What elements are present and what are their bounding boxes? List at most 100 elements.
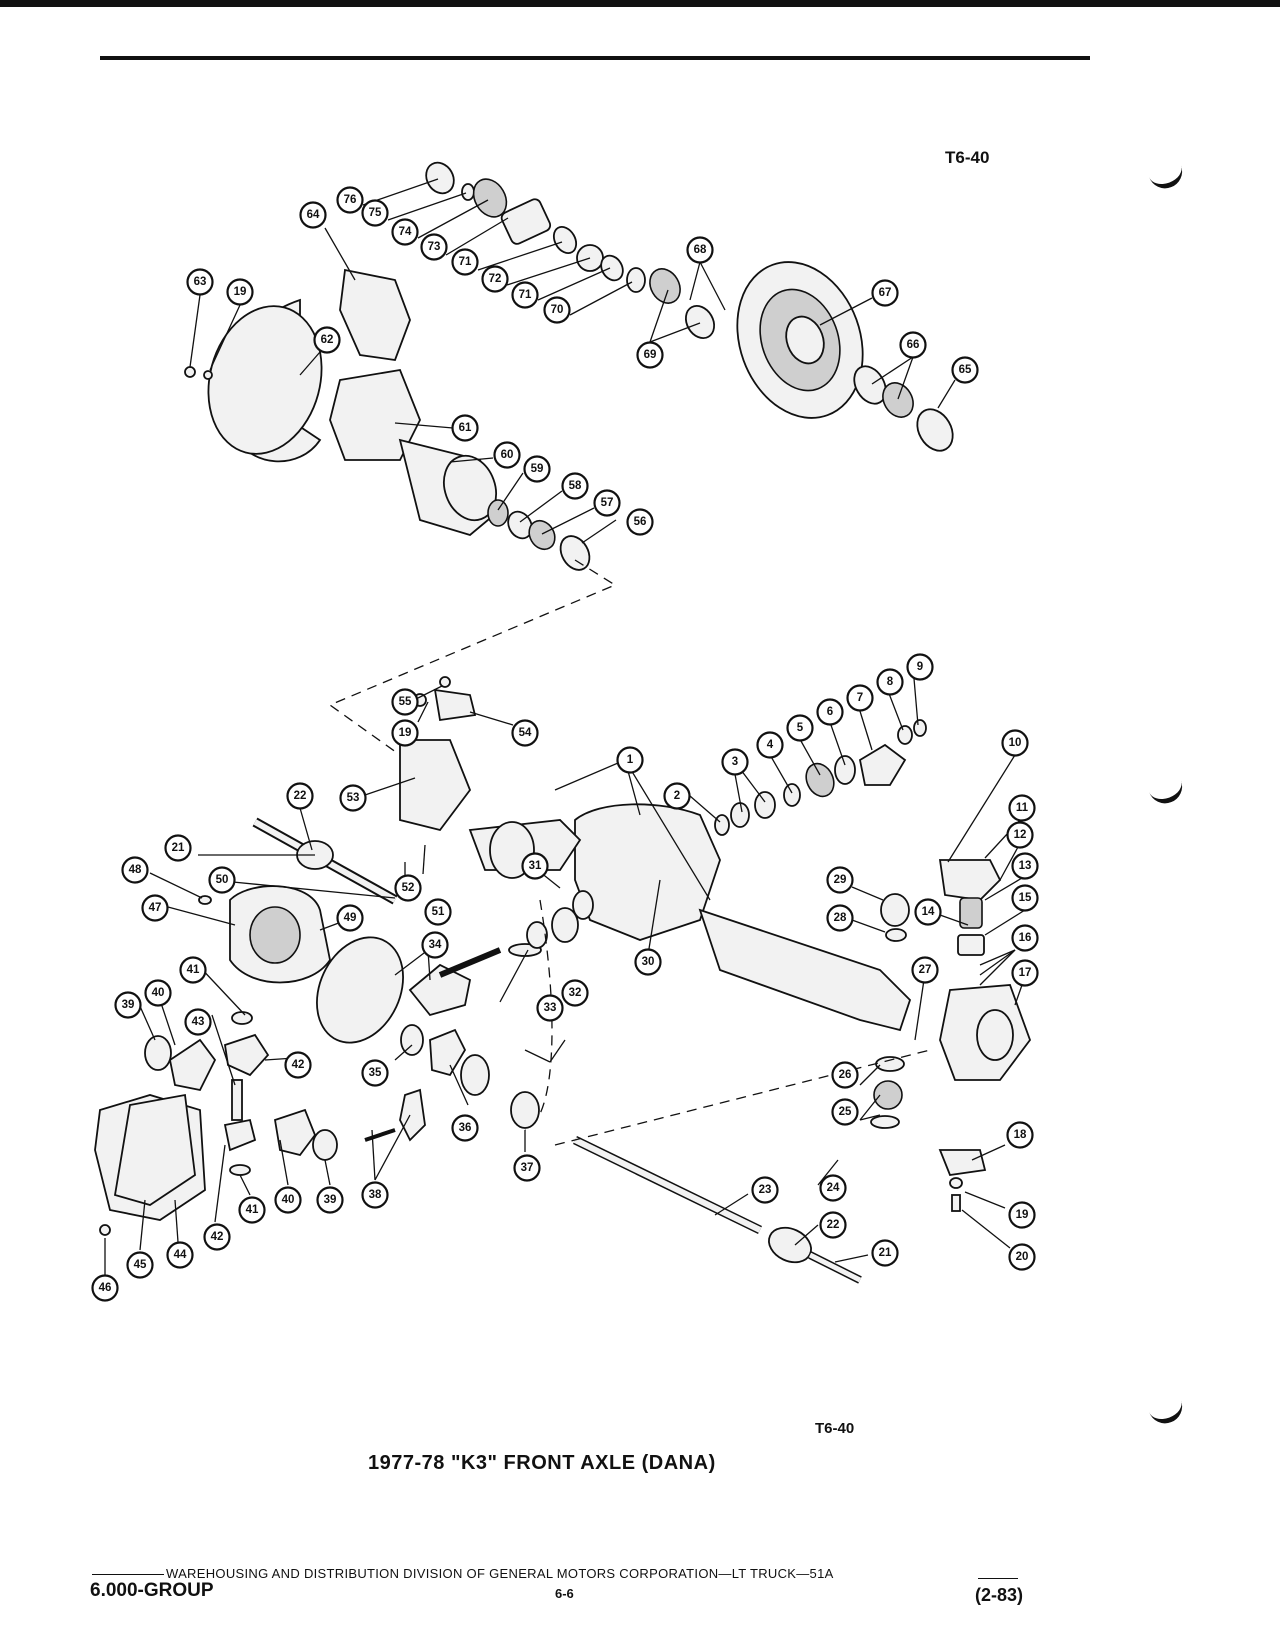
svg-text:27: 27 xyxy=(919,964,932,976)
svg-text:6: 6 xyxy=(827,706,833,718)
svg-text:13: 13 xyxy=(1019,860,1032,872)
callout-bubble: 13 xyxy=(1011,852,1039,880)
callout-bubble: 68 xyxy=(686,236,714,264)
callout-bubble: 71 xyxy=(451,248,479,276)
callout-bubble: 45 xyxy=(126,1251,154,1279)
svg-text:47: 47 xyxy=(149,902,162,914)
footer-group: 6.000-GROUP xyxy=(90,1580,214,1601)
callout-bubble: 35 xyxy=(361,1059,389,1087)
footer-revision-rule xyxy=(978,1578,1018,1579)
callout-bubble: 51 xyxy=(424,898,452,926)
svg-text:22: 22 xyxy=(294,790,307,802)
callout-bubble: 69 xyxy=(636,341,664,369)
svg-text:76: 76 xyxy=(344,194,357,206)
hub-rotor-assembly xyxy=(425,161,954,452)
svg-text:5: 5 xyxy=(797,722,804,734)
callout-bubble: 41 xyxy=(238,1196,266,1224)
svg-text:28: 28 xyxy=(834,912,847,924)
svg-text:34: 34 xyxy=(429,939,442,951)
svg-text:22: 22 xyxy=(827,1219,840,1231)
callout-bubble: 39 xyxy=(114,991,142,1019)
callout-bubble: 70 xyxy=(543,296,571,324)
callout-bubble: 76 xyxy=(336,186,364,214)
callout-bubble: 6 xyxy=(816,698,844,726)
svg-text:49: 49 xyxy=(344,912,357,924)
callout-bubble: 52 xyxy=(394,874,422,902)
svg-text:46: 46 xyxy=(99,1282,112,1294)
svg-text:61: 61 xyxy=(459,422,472,434)
callout-bubble: 27 xyxy=(911,956,939,984)
callout-bubble: 33 xyxy=(536,994,564,1022)
svg-text:21: 21 xyxy=(172,842,185,854)
callout-bubble: 25 xyxy=(831,1098,859,1126)
callout-bubble: 65 xyxy=(951,356,979,384)
svg-text:52: 52 xyxy=(402,882,415,894)
svg-text:18: 18 xyxy=(1014,1129,1027,1141)
callout-bubble: 75 xyxy=(361,199,389,227)
callout-bubble: 14 xyxy=(914,898,942,926)
callout-bubble: 4 xyxy=(756,731,784,759)
svg-text:75: 75 xyxy=(369,207,382,219)
leader-lines xyxy=(104,178,1026,1275)
svg-text:7: 7 xyxy=(857,692,863,704)
svg-text:40: 40 xyxy=(152,987,165,999)
callout-bubble: 24 xyxy=(819,1174,847,1202)
svg-text:19: 19 xyxy=(399,727,412,739)
callout-bubble: 61 xyxy=(451,414,479,442)
callout-bubble: 39 xyxy=(316,1186,344,1214)
callout-bubble: 43 xyxy=(184,1008,212,1036)
callout-bubble: 49 xyxy=(336,904,364,932)
callout-bubble: 2 xyxy=(663,782,691,810)
footer-publisher-line: WAREHOUSING AND DISTRIBUTION DIVISION OF… xyxy=(92,1566,834,1581)
svg-text:60: 60 xyxy=(501,449,514,461)
callout-bubble: 67 xyxy=(871,279,899,307)
svg-text:71: 71 xyxy=(519,289,532,301)
svg-text:38: 38 xyxy=(369,1189,382,1201)
callout-bubble: 3 xyxy=(721,748,749,776)
callout-bubble: 23 xyxy=(751,1176,779,1204)
callout-bubble: 54 xyxy=(511,719,539,747)
svg-text:15: 15 xyxy=(1019,892,1032,904)
svg-text:29: 29 xyxy=(834,874,847,886)
callout-bubble: 63 xyxy=(186,268,214,296)
svg-text:1: 1 xyxy=(627,754,634,766)
callout-bubble: 38 xyxy=(361,1181,389,1209)
svg-text:4: 4 xyxy=(767,739,774,751)
svg-text:58: 58 xyxy=(569,480,582,492)
callout-bubble: 29 xyxy=(826,866,854,894)
svg-text:40: 40 xyxy=(282,1194,295,1206)
svg-text:42: 42 xyxy=(292,1059,305,1071)
svg-text:8: 8 xyxy=(887,676,894,688)
figure-code-bottom: T6-40 xyxy=(815,1420,855,1437)
svg-text:72: 72 xyxy=(489,273,502,285)
callout-bubble: 7 xyxy=(846,684,874,712)
svg-text:3: 3 xyxy=(732,756,738,768)
svg-text:19: 19 xyxy=(1016,1209,1029,1221)
svg-text:43: 43 xyxy=(192,1016,205,1028)
caliper-shield-spindle xyxy=(184,268,591,571)
svg-text:66: 66 xyxy=(907,339,920,351)
callout-bubble: 40 xyxy=(274,1186,302,1214)
callout-bubble: 21 xyxy=(871,1239,899,1267)
callout-bubble: 9 xyxy=(906,653,934,681)
callout-bubble: 19 xyxy=(226,278,254,306)
callout-bubble: 50 xyxy=(208,866,236,894)
callout-bubble: 1 xyxy=(616,746,644,774)
callout-bubble: 55 xyxy=(391,688,419,716)
callout-bubble: 57 xyxy=(593,489,621,517)
svg-text:68: 68 xyxy=(694,244,707,256)
svg-text:12: 12 xyxy=(1014,829,1027,841)
svg-text:26: 26 xyxy=(839,1069,852,1081)
svg-text:71: 71 xyxy=(459,256,472,268)
svg-text:32: 32 xyxy=(569,987,582,999)
callout-bubble: 36 xyxy=(451,1114,479,1142)
svg-text:51: 51 xyxy=(432,906,445,918)
header-rule xyxy=(100,56,1090,60)
callout-bubble: 5 xyxy=(786,714,814,742)
svg-text:35: 35 xyxy=(369,1067,382,1079)
callout-bubble: 66 xyxy=(899,331,927,359)
callout-bubble: 28 xyxy=(826,904,854,932)
callout-bubble: 19 xyxy=(1008,1201,1036,1229)
callout-bubble: 18 xyxy=(1006,1121,1034,1149)
